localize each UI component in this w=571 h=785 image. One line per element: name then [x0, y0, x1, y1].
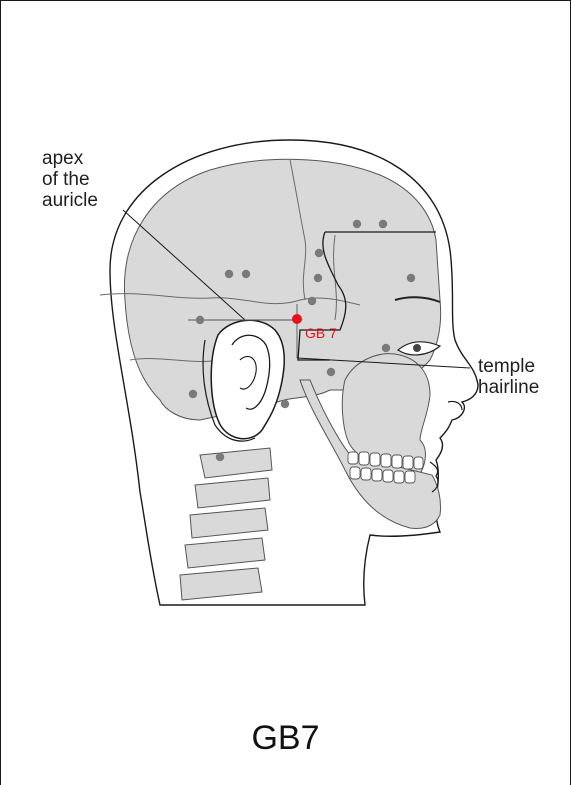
acupoint-dot: [382, 344, 390, 352]
apex-label-line1: apex: [42, 148, 98, 169]
acupoint-dot: [242, 270, 250, 278]
acupoint-dot: [407, 274, 415, 282]
temple-label-line1: temple: [478, 356, 539, 377]
temple-label: temple hairline: [478, 356, 539, 398]
acupoint-dot: [308, 297, 316, 305]
acupoint-dot: [314, 274, 322, 282]
acupoint-dot: [379, 220, 387, 228]
acupoint-dot: [216, 453, 224, 461]
acupoint-dot: [281, 400, 289, 408]
acupoint-dot: [196, 316, 204, 324]
acupoint-dot: [189, 390, 197, 398]
figure-title: GB7: [0, 718, 571, 758]
eye-iris: [413, 344, 421, 352]
gb7-point-label: GB 7: [305, 325, 337, 341]
apex-label-line3: auricle: [42, 190, 98, 211]
temple-label-line2: hairline: [478, 377, 539, 398]
acupoint-dot: [225, 270, 233, 278]
apex-label-line2: of the: [42, 169, 98, 190]
acupoint-dot: [353, 220, 361, 228]
apex-label: apex of the auricle: [42, 148, 98, 211]
acupoint-dot: [327, 368, 335, 376]
acupoint-dot: [315, 249, 323, 257]
gb7-point-marker: [292, 314, 302, 324]
